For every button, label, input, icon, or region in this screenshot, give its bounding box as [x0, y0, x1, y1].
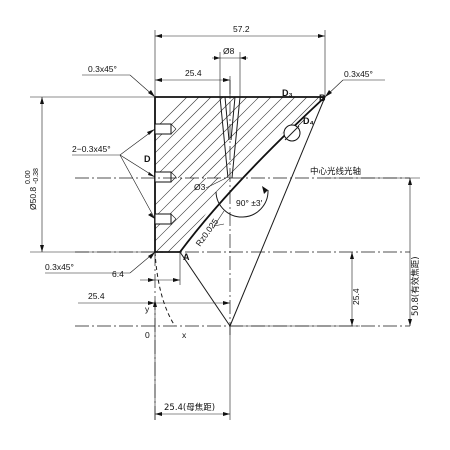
- chamfer-top-left: 0.3x45°: [88, 64, 117, 74]
- center-hole: [219, 96, 241, 179]
- label-d: D: [144, 154, 151, 164]
- extension-lines: [30, 30, 420, 420]
- chamfer-bottom-left: 0.3x45°: [45, 262, 74, 272]
- label-b: B: [319, 93, 326, 103]
- center-lines: [75, 80, 410, 420]
- dim-main-dia-tol-lower: -0.38: [33, 168, 40, 184]
- angle-arc: [215, 189, 269, 218]
- dim-hole-dia: Ø8: [223, 46, 235, 56]
- origin-label: 0: [145, 330, 150, 340]
- roughness-label: Rz0.025: [194, 216, 221, 248]
- chamfer-multi: 2−0.3x45°: [72, 144, 111, 154]
- hatch-pattern: [155, 97, 325, 178]
- hatch-pattern-lower: [155, 178, 230, 252]
- dim-small-dia: Ø3: [194, 182, 206, 192]
- dim-angle: 90° ±3′: [236, 198, 263, 208]
- dim-vertical-right: 25.4: [351, 288, 361, 305]
- chamfer-top-right: 0.3x45°: [344, 69, 373, 79]
- dim-top-width: 57.2: [233, 24, 250, 34]
- label-d3: D₃: [282, 88, 293, 98]
- dim-left-width-top: 25.4: [185, 68, 202, 78]
- dim-effective-focal: 50.8(有效焦距): [410, 256, 421, 316]
- screw-holes: [154, 123, 177, 225]
- dim-main-dia: Ø50.8: [28, 187, 38, 210]
- label-a: A: [183, 252, 190, 262]
- dim-left-width-bottom: 25.4: [88, 291, 105, 301]
- axis-label-x: x: [182, 330, 187, 340]
- axis-label-y: y: [145, 304, 150, 314]
- dim-parent-focal: 25.4(母焦距): [164, 402, 215, 413]
- dim-offset-small: 6.4: [112, 269, 124, 279]
- label-d4: D₄: [303, 116, 314, 126]
- optical-axis-label: 中心光线光轴: [310, 166, 361, 177]
- dim-main-dia-tol-upper: 0.00: [25, 170, 32, 184]
